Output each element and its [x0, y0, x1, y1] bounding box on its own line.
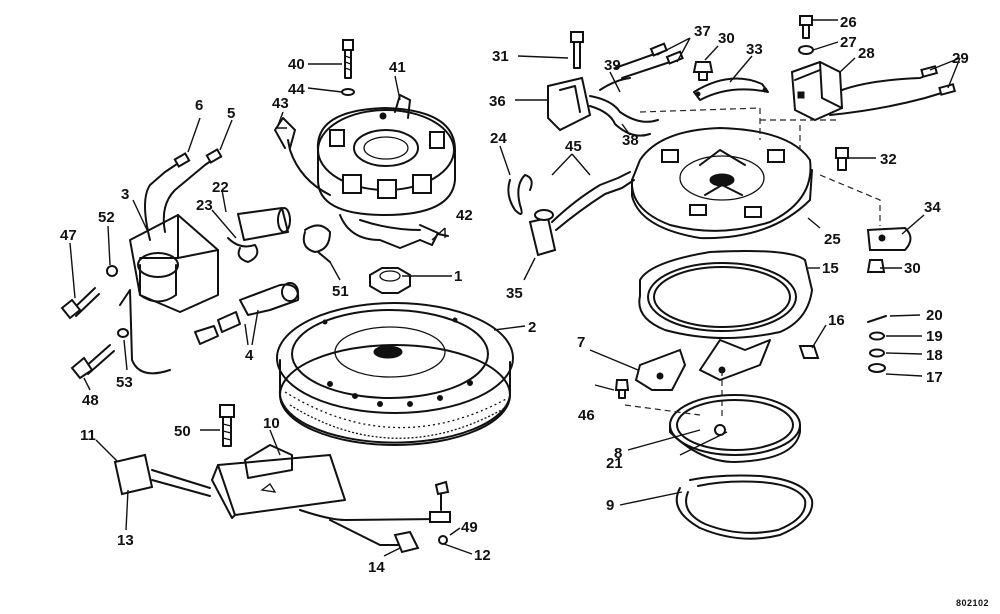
callout-15: 15: [822, 260, 839, 277]
callout-7: 7: [577, 334, 585, 351]
plate-screw: [835, 147, 849, 171]
retaining-ring: [675, 474, 814, 540]
callout-11: 11: [80, 427, 96, 444]
plate-hardware: [692, 61, 769, 101]
callout-21: 21: [606, 455, 623, 472]
flywheel: [276, 302, 514, 446]
callout-46: 46: [578, 407, 595, 424]
callout-29: 29: [952, 50, 969, 67]
callout-44: 44: [288, 81, 305, 98]
callout-35: 35: [506, 285, 523, 302]
callout-37: 37: [694, 23, 711, 40]
callout-22: 22: [212, 179, 229, 196]
callout-45: 45: [565, 138, 582, 155]
callout-39: 39: [604, 57, 621, 74]
callout-5: 5: [227, 105, 235, 122]
callout-51: 51: [332, 283, 349, 300]
callout-36: 36: [489, 93, 506, 110]
callout-19: 19: [926, 328, 943, 345]
stator-wires: [274, 117, 449, 249]
callout-18: 18: [926, 347, 943, 364]
callout-48: 48: [82, 392, 99, 409]
ignition-coil: [119, 148, 223, 375]
callout-50: 50: [174, 423, 191, 440]
callout-leaders: [69, 19, 961, 557]
retainer-plate: [638, 250, 813, 420]
callout-9: 9: [606, 497, 614, 514]
power-pack: [211, 444, 346, 519]
stator-screw: [341, 39, 355, 96]
coil-screws: [60, 265, 129, 380]
callout-32: 32: [880, 151, 897, 168]
stator: [316, 94, 456, 216]
callout-4: 4: [245, 347, 254, 364]
drawing-code: 802102: [956, 598, 989, 608]
callout-23: 23: [196, 197, 213, 214]
callout-31: 31: [492, 48, 509, 65]
armature-plate: [630, 127, 813, 240]
flywheel-nut: [369, 267, 411, 294]
callout-27: 27: [840, 34, 857, 51]
trigger-module: [790, 15, 957, 122]
callout-42: 42: [456, 207, 473, 224]
callout-17: 17: [926, 369, 943, 386]
support-ring: [669, 394, 801, 463]
callout-38: 38: [622, 132, 639, 149]
charge-coil: [547, 31, 684, 137]
callout-30-top: 30: [718, 30, 735, 47]
callout-52: 52: [98, 209, 115, 226]
callout-20: 20: [926, 307, 943, 324]
callout-43: 43: [272, 95, 289, 112]
sensor-lead: [113, 453, 451, 554]
callout-40: 40: [288, 56, 305, 73]
sleeve-and-spring: [227, 207, 291, 263]
callout-2: 2: [528, 319, 536, 336]
callout-49: 49: [461, 519, 478, 536]
callout-25: 25: [824, 231, 841, 248]
callout-28: 28: [858, 45, 875, 62]
callout-47: 47: [60, 227, 77, 244]
callout-1: 1: [454, 268, 462, 285]
elbow-hoses: [194, 282, 300, 345]
callout-16: 16: [828, 312, 845, 329]
callout-24: 24: [490, 130, 507, 147]
callout-13: 13: [117, 532, 134, 549]
callout-12: 12: [474, 547, 491, 564]
throttle-cam: [614, 348, 687, 399]
plug-boot: [507, 171, 635, 257]
callout-41: 41: [389, 59, 406, 76]
callout-30-bottom: 30: [904, 260, 921, 277]
callout-34: 34: [924, 199, 941, 216]
callout-6: 6: [195, 97, 203, 114]
callout-8: 8: [614, 445, 622, 462]
small-hardware: [798, 315, 887, 373]
assembly-lines: [624, 107, 881, 416]
pack-screw: [219, 404, 235, 447]
callout-53: 53: [116, 374, 133, 391]
cam-follower: [866, 226, 912, 273]
wire-clamp: [302, 224, 331, 263]
callout-26: 26: [840, 14, 857, 31]
callout-3: 3: [121, 186, 129, 203]
callout-14: 14: [368, 559, 385, 576]
callout-labels: 1 2 3 4 5 6 7 8 9 10 11 12 13 14 15 16 1…: [60, 14, 969, 576]
callout-33: 33: [746, 41, 763, 58]
callout-10: 10: [263, 415, 280, 432]
